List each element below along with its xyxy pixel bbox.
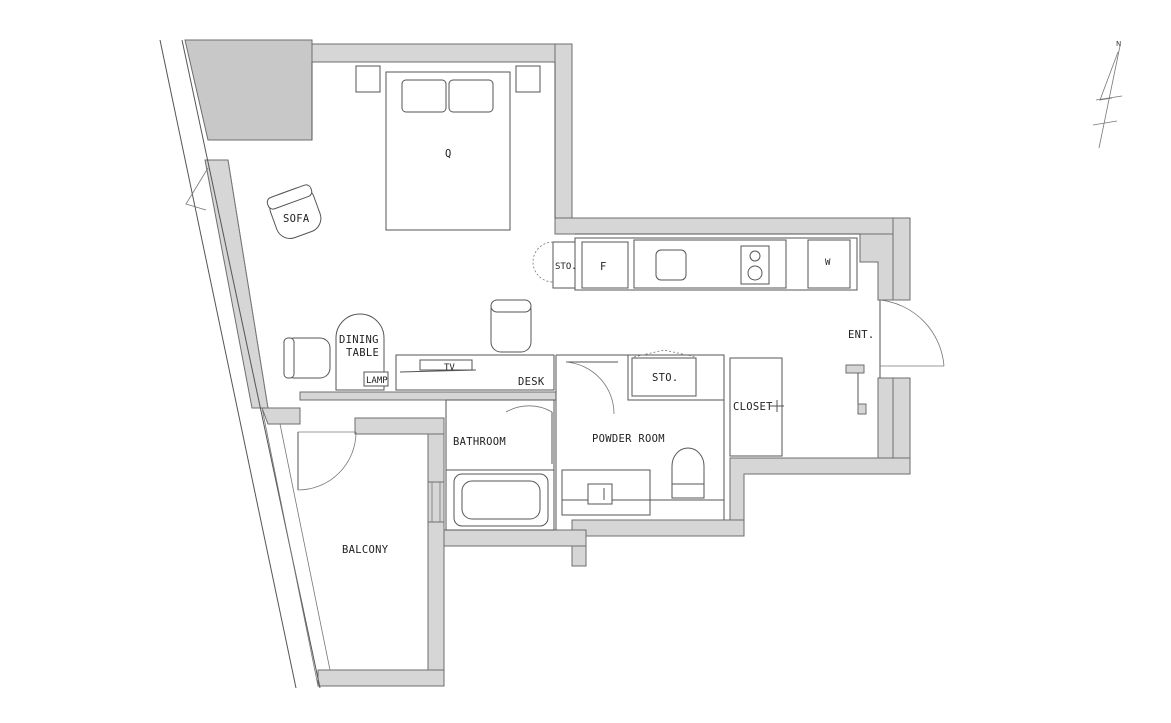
furniture [266,65,851,527]
wall-right-upper [892,217,911,301]
label-desk: DESK [518,376,545,388]
nightstand-left [355,65,381,93]
exterior-shaded-area [184,39,313,141]
washer [807,239,851,289]
closet-box [729,357,783,457]
label-storage-1: STO. [555,262,577,272]
storage-cabinet-2 [631,357,697,397]
pillow-left [401,79,447,113]
wall-desk-bottom [299,391,557,401]
wall-bedroom-right [554,43,573,219]
label-bathroom: BATHROOM [453,436,506,448]
label-dining-1: DINING [339,334,379,346]
wall-top [311,43,573,63]
wall-left-window [204,159,269,409]
toilet-bowl [671,447,705,485]
north-arrow: N [1092,40,1123,149]
label-sofa: SOFA [283,213,310,225]
label-lamp: LAMP [366,376,388,386]
wall-balcony-top [354,417,445,435]
wall-entry-jamb-upper [859,233,894,301]
wall-bottom-powder [571,519,745,567]
label-washer: W [825,258,831,268]
label-powder-room: POWDER ROOM [592,433,665,445]
label-dining-2: TABLE [346,347,379,359]
kitchen-sink [655,249,687,281]
north-label: N [1116,40,1121,48]
label-entrance: ENT. [848,329,875,341]
nightstand-right [515,65,541,93]
wall-entry-jamb-lower [877,377,894,459]
stove [740,245,770,285]
wall-lower-left [261,407,301,425]
label-storage-2: STO. [652,372,679,384]
bathroom-walls [445,399,555,531]
lamp-box [363,371,389,387]
sofa-shape [266,184,322,239]
dining-table [335,313,385,391]
label-bed: Q [445,148,452,160]
bathtub-inner [461,480,541,520]
wall-balcony-bottom [317,669,445,687]
entry-step [845,364,865,374]
label-balcony: BALCONY [342,544,389,556]
toilet-tank [671,483,705,499]
wall-kitchen-top [554,217,911,235]
wall-balcony-right [427,417,445,687]
wash-basin [587,483,613,505]
pillow-right [448,79,494,113]
walls [184,39,911,687]
wall-bottom-right [729,457,911,537]
label-tv: TV [444,363,455,373]
label-fridge: F [600,261,607,273]
room-labels: Q SOFA DINING TABLE LAMP TV DESK STO. F … [283,148,875,556]
doors [185,167,945,523]
label-closet: CLOSET [733,401,773,413]
fridge [581,241,629,289]
tv [419,359,473,371]
storage-cabinet-1 [552,241,576,289]
wall-bottom-bathroom [439,529,587,547]
facade-lines [159,39,331,689]
